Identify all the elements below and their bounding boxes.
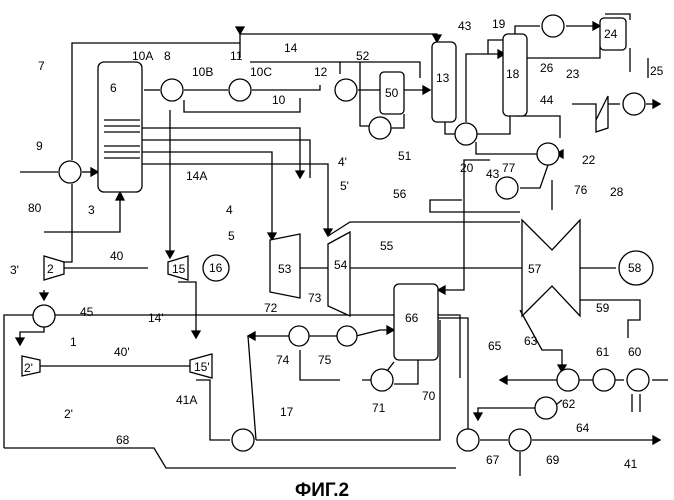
label-10B: 10B bbox=[192, 65, 213, 79]
label-10C: 10C bbox=[250, 65, 272, 79]
label-18: 18 bbox=[506, 67, 520, 81]
label-67: 67 bbox=[486, 453, 500, 467]
label-16: 16 bbox=[209, 261, 223, 275]
label-56: 56 bbox=[393, 187, 407, 201]
label-5: 5 bbox=[228, 229, 235, 243]
label-41: 41 bbox=[624, 457, 638, 471]
label-2: 2 bbox=[47, 262, 54, 276]
label-59: 59 bbox=[596, 301, 610, 315]
heat-exchanger-74 bbox=[289, 326, 309, 346]
label-60: 60 bbox=[628, 345, 642, 359]
heat-exchanger-23 bbox=[542, 15, 564, 37]
label-43b: 43 bbox=[486, 167, 500, 181]
label-58: 58 bbox=[628, 261, 642, 275]
label-45: 45 bbox=[80, 305, 94, 319]
label-2p: 2' bbox=[24, 361, 33, 375]
label-24: 24 bbox=[604, 27, 618, 41]
label-54: 54 bbox=[334, 258, 348, 272]
heat-exchanger-22 bbox=[537, 143, 559, 165]
compressor-64 bbox=[535, 397, 557, 419]
label-2p-lower: 2' bbox=[64, 407, 73, 421]
label-5p: 5' bbox=[340, 179, 349, 193]
label-74: 74 bbox=[276, 353, 290, 367]
heat-exchanger-11 bbox=[229, 79, 251, 101]
label-52: 52 bbox=[356, 49, 370, 63]
label-9: 9 bbox=[36, 139, 43, 153]
heat-exchanger-62 bbox=[557, 369, 579, 391]
label-77: 77 bbox=[502, 161, 516, 175]
label-41A: 41A bbox=[176, 393, 197, 407]
heat-exchanger-75 bbox=[337, 326, 357, 346]
heat-exchanger-17 bbox=[232, 429, 254, 451]
label-19: 19 bbox=[492, 17, 506, 31]
heat-exchanger-80 bbox=[59, 161, 81, 183]
label-57: 57 bbox=[528, 262, 542, 276]
label-3p: 3' bbox=[10, 263, 19, 277]
label-14p: 14' bbox=[148, 311, 164, 325]
label-10A: 10A bbox=[132, 49, 153, 63]
label-69: 69 bbox=[546, 453, 560, 467]
heat-exchanger-25 bbox=[623, 93, 645, 115]
label-23: 23 bbox=[566, 67, 580, 81]
heat-exchanger-8 bbox=[161, 79, 183, 101]
label-40p: 40' bbox=[114, 345, 130, 359]
label-70: 70 bbox=[422, 389, 436, 403]
compressor-71 bbox=[371, 369, 393, 391]
label-15: 15 bbox=[172, 262, 186, 276]
label-50: 50 bbox=[385, 86, 399, 100]
turbine-54 bbox=[328, 232, 350, 316]
heat-exchanger-20 bbox=[455, 123, 477, 145]
label-3: 3 bbox=[88, 203, 95, 217]
label-13: 13 bbox=[436, 71, 450, 85]
label-14: 14 bbox=[284, 41, 298, 55]
label-68: 68 bbox=[116, 433, 130, 447]
label-28: 28 bbox=[610, 185, 624, 199]
label-8: 8 bbox=[164, 49, 171, 63]
label-40: 40 bbox=[110, 249, 124, 263]
label-72: 72 bbox=[264, 301, 278, 315]
label-22: 22 bbox=[582, 153, 596, 167]
heat-exchanger-45 bbox=[33, 305, 55, 327]
label-76: 76 bbox=[574, 183, 588, 197]
heat-exchanger-67 bbox=[457, 429, 479, 451]
label-10: 10 bbox=[272, 93, 286, 107]
label-6: 6 bbox=[110, 81, 117, 95]
label-14A: 14A bbox=[186, 169, 207, 183]
heat-exchanger-12 bbox=[335, 79, 357, 101]
label-62: 62 bbox=[562, 397, 576, 411]
label-66: 66 bbox=[405, 311, 419, 325]
label-64: 64 bbox=[576, 421, 590, 435]
label-80: 80 bbox=[28, 201, 42, 215]
label-75: 75 bbox=[318, 353, 332, 367]
label-63: 63 bbox=[524, 334, 538, 348]
label-12: 12 bbox=[314, 65, 328, 79]
label-51: 51 bbox=[398, 149, 412, 163]
heat-exchanger-69 bbox=[509, 429, 531, 451]
label-1: 1 bbox=[70, 335, 77, 349]
label-55: 55 bbox=[380, 239, 394, 253]
label-61: 61 bbox=[596, 345, 610, 359]
label-43a: 43 bbox=[458, 19, 472, 33]
label-25: 25 bbox=[650, 64, 664, 78]
label-65: 65 bbox=[488, 339, 502, 353]
label-20: 20 bbox=[460, 161, 474, 175]
reactor-6 bbox=[98, 62, 142, 192]
compressor-61 bbox=[593, 369, 615, 391]
label-4: 4 bbox=[226, 203, 233, 217]
label-7: 7 bbox=[38, 59, 45, 73]
label-26: 26 bbox=[540, 61, 554, 75]
label-71: 71 bbox=[372, 401, 386, 415]
compressor-51 bbox=[369, 117, 391, 139]
label-53: 53 bbox=[278, 262, 292, 276]
label-4p: 4' bbox=[338, 155, 347, 169]
label-15p: 15' bbox=[194, 360, 210, 374]
turbine-25 bbox=[596, 96, 608, 132]
heat-exchanger-60 bbox=[627, 369, 649, 391]
label-73: 73 bbox=[308, 291, 322, 305]
label-17: 17 bbox=[280, 405, 294, 419]
label-11: 11 bbox=[230, 49, 243, 63]
figure-caption: ФИГ.2 bbox=[295, 480, 349, 500]
label-44: 44 bbox=[540, 93, 554, 107]
